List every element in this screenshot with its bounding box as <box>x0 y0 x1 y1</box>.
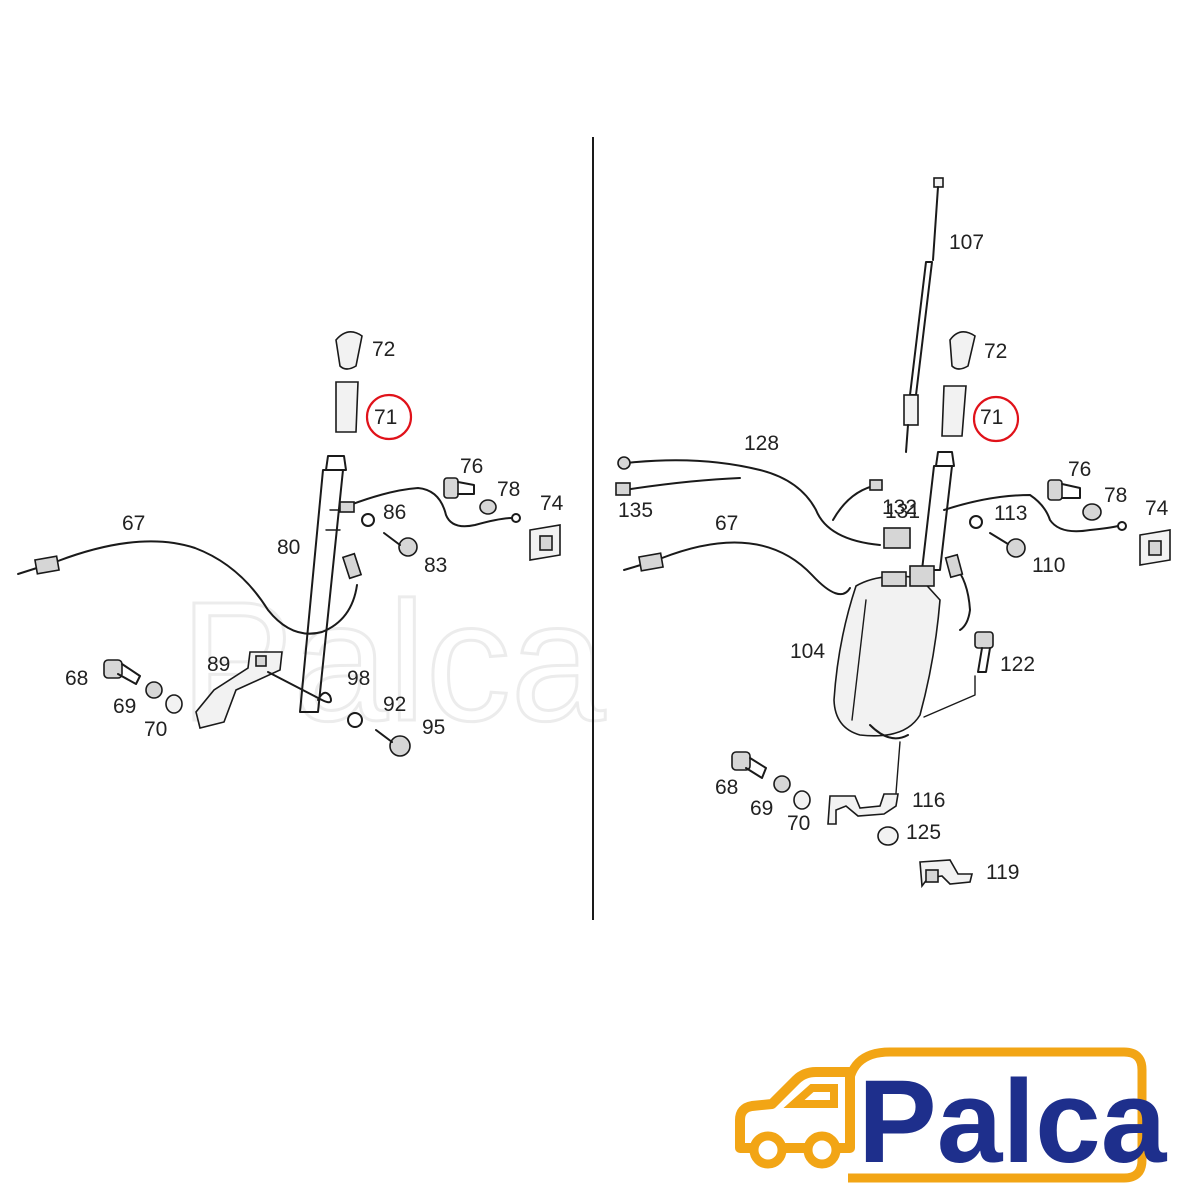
cap-part-72-right <box>949 331 976 370</box>
car-icon <box>735 1067 855 1169</box>
label-part-92: 92 <box>383 693 406 716</box>
nut-part-69 <box>145 681 163 699</box>
label-part-110: 110 <box>1032 554 1065 577</box>
clip-part-74-right <box>1139 529 1171 566</box>
bolt-part-68 <box>103 659 141 685</box>
label-part-78-right: 78 <box>1104 484 1127 507</box>
label-part-69-right: 69 <box>750 797 773 820</box>
mast-part-80 <box>299 455 347 713</box>
label-part-76-right: 76 <box>1068 458 1091 481</box>
bolt-part-95 <box>375 729 411 757</box>
label-part-71: 71 <box>374 406 397 429</box>
sleeve-part-71-right <box>941 385 967 437</box>
label-part-86: 86 <box>383 501 406 524</box>
label-part-135: 135 <box>618 499 653 522</box>
washer-part-78-right <box>1082 503 1102 521</box>
ground-cable-right <box>943 494 1127 631</box>
star-washer-part-113 <box>969 515 983 529</box>
plug-part-132 <box>883 527 911 549</box>
highlight-circle-71-right <box>972 395 1020 443</box>
nut-part-69-right <box>773 775 791 793</box>
label-part-74: 74 <box>540 492 564 515</box>
cable-part-67 <box>17 540 363 635</box>
bolt-part-76 <box>443 477 475 499</box>
label-part-131: 131 <box>885 500 920 523</box>
label-part-74-right: 74 <box>1145 497 1169 520</box>
clip-part-119 <box>919 859 974 889</box>
label-part-95: 95 <box>422 716 445 739</box>
label-part-122: 122 <box>1000 653 1035 676</box>
label-part-119: 119 <box>986 861 1019 884</box>
palca-logo: Palca <box>735 1047 1168 1188</box>
label-part-68-right: 68 <box>715 776 738 799</box>
bolt-part-122 <box>923 631 994 718</box>
clamp-part-98 <box>267 671 332 704</box>
rod-part-107 <box>903 177 944 453</box>
logo-text: Palca <box>858 1056 1168 1188</box>
label-part-107: 107 <box>949 231 984 254</box>
label-part-113: 113 <box>994 502 1027 525</box>
bracket-part-116 <box>827 741 901 825</box>
sleeve-part-71 <box>335 381 359 433</box>
bracket-part-89 <box>195 651 283 729</box>
label-part-89: 89 <box>207 653 230 676</box>
label-part-72: 72 <box>372 338 395 361</box>
harness-part-128 <box>615 456 881 546</box>
star-washer-part-86 <box>361 513 375 527</box>
label-part-71-right: 71 <box>980 406 1003 429</box>
label-part-132: 132 <box>882 496 917 519</box>
cable-part-67-right <box>623 541 851 596</box>
clip-part-74 <box>529 524 561 561</box>
star-washer-part-92 <box>347 712 363 728</box>
label-part-78: 78 <box>497 478 520 501</box>
bolt-part-83 <box>383 532 418 557</box>
label-part-70: 70 <box>144 718 167 741</box>
label-part-67-right: 67 <box>715 512 738 535</box>
bolt-part-68-right <box>731 751 767 779</box>
nut-part-125 <box>877 826 899 846</box>
mast-right <box>921 451 955 571</box>
bolt-part-76-right <box>1047 479 1081 501</box>
bolt-part-110 <box>989 532 1026 558</box>
label-part-128: 128 <box>744 432 779 455</box>
label-part-83: 83 <box>424 554 447 577</box>
label-part-98: 98 <box>347 667 370 690</box>
label-part-116: 116 <box>912 789 945 812</box>
motor-housing-part-104 <box>833 565 941 740</box>
watermark-text: Palca <box>180 567 606 757</box>
washer-part-70 <box>165 694 183 714</box>
label-part-125: 125 <box>906 821 941 844</box>
label-part-67: 67 <box>122 512 145 535</box>
logo-frame <box>843 1047 1147 1183</box>
left-panel: 72 71 76 78 74 86 83 67 80 89 98 68 69 7… <box>17 331 564 757</box>
label-part-104: 104 <box>790 640 825 663</box>
ground-cable-left <box>339 487 521 528</box>
cap-part-72 <box>335 331 363 370</box>
label-part-68: 68 <box>65 667 88 690</box>
washer-part-70-right <box>793 790 811 810</box>
label-part-76: 76 <box>460 455 483 478</box>
label-part-70-right: 70 <box>787 812 810 835</box>
connector-part-131 <box>832 479 883 521</box>
label-part-72-right: 72 <box>984 340 1007 363</box>
right-panel: 107 72 71 128 131 132 135 67 76 78 74 11… <box>615 177 1171 889</box>
label-part-69: 69 <box>113 695 136 718</box>
highlight-circle-71 <box>365 393 413 441</box>
label-part-80: 80 <box>277 536 300 559</box>
washer-part-78 <box>479 499 497 515</box>
